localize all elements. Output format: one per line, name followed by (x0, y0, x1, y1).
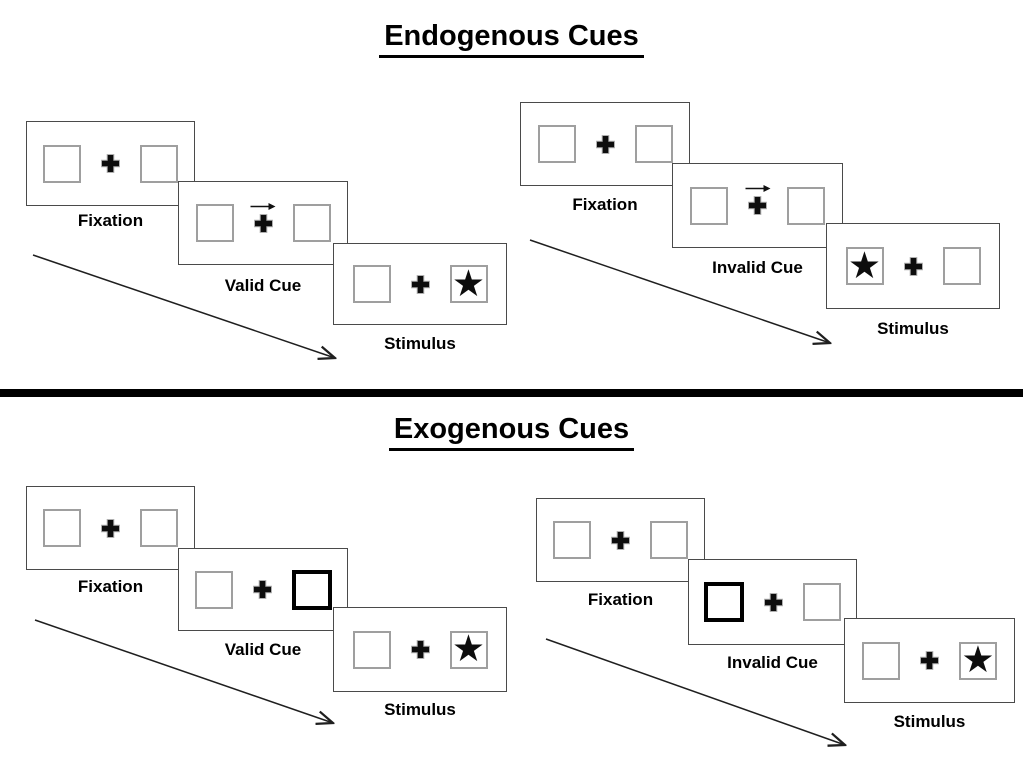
stimulus-panel: ★ (333, 607, 507, 692)
placeholder-box-right (787, 186, 825, 225)
fixation-cross-icon (410, 274, 430, 294)
fixation-panel (536, 498, 705, 582)
placeholder-box-left (690, 186, 728, 225)
panel-label: Fixation (572, 195, 638, 214)
placeholder-box-left (862, 641, 900, 680)
fixation-cross-icon (101, 154, 120, 173)
star-icon: ★ (847, 243, 882, 287)
fixation-cross-icon (252, 580, 272, 599)
star-icon: ★ (451, 261, 486, 305)
panel-label: Stimulus (893, 712, 966, 731)
panel-label: Fixation (77, 577, 144, 596)
placeholder-box-left (43, 144, 81, 183)
panel-label: Invalid Cue (712, 258, 803, 277)
target-box: ★ (845, 243, 884, 287)
stimulus-panel: ★ (826, 223, 1000, 309)
timeline-arrow (529, 239, 842, 354)
invalid-cue-panel (672, 163, 843, 248)
section-divider (0, 389, 1023, 397)
target-box: ★ (449, 627, 488, 670)
fixation-cross (410, 639, 431, 660)
fixation-cross-icon (595, 134, 615, 154)
fixation-cross (410, 274, 431, 295)
placeholder-box-left (352, 630, 391, 669)
panel-label: Fixation (587, 590, 654, 609)
panel-label: Invalid Cue (727, 653, 818, 672)
panel-label: Stimulus (384, 700, 456, 719)
fixation-cross-icon (920, 651, 939, 670)
fixation-panel (26, 121, 195, 206)
fixation-cross (252, 579, 273, 600)
fixation-cross (595, 134, 616, 155)
fixation-cross (250, 202, 276, 234)
star-icon: ★ (451, 627, 486, 670)
section-title-text: Exogenous Cues (388, 413, 635, 451)
fixation-panel (520, 102, 690, 186)
panel-label: Fixation (77, 211, 144, 230)
timeline-arrow (545, 638, 858, 756)
cue-direction-arrow-icon (745, 185, 770, 192)
placeholder-box-left (553, 521, 591, 559)
section-title-endogenous: Endogenous Cues (0, 20, 1023, 58)
panel-label: Stimulus (384, 334, 456, 353)
placeholder-box-right (140, 144, 178, 183)
placeholder-box-right (650, 521, 688, 559)
star-icon: ★ (961, 638, 995, 681)
timeline-arrow (32, 254, 345, 369)
stimulus-panel: ★ (844, 618, 1015, 703)
fixation-cross-icon (903, 256, 923, 276)
placeholder-box-right (942, 247, 981, 285)
fixation-cross-icon (764, 592, 783, 612)
placeholder-box-left (537, 125, 576, 163)
fixation-cross (100, 153, 121, 174)
valid-cue-panel (178, 181, 348, 265)
placeholder-box-right (803, 583, 841, 621)
fixation-cross (100, 518, 121, 539)
fixation-cross (903, 256, 924, 277)
panel-label: Stimulus (877, 319, 949, 338)
placeholder-box-right (634, 125, 673, 163)
target-box: ★ (449, 261, 488, 305)
fixation-cross-icon (410, 640, 430, 659)
section-title-exogenous: Exogenous Cues (0, 413, 1023, 451)
placeholder-box-right (292, 204, 331, 242)
panel-label: Valid Cue (224, 640, 302, 659)
target-box: ★ (959, 638, 997, 681)
cue-highlight-box (291, 569, 332, 610)
fixation-cross-icon (101, 518, 120, 538)
fixation-cross (919, 650, 940, 671)
panel-label: Valid Cue (224, 276, 302, 295)
fixation-cross-icon (748, 196, 767, 215)
cue-direction-arrow-icon (250, 202, 276, 210)
placeholder-box-left (195, 204, 234, 242)
fixation-cross (610, 530, 631, 551)
section-title-text: Endogenous Cues (379, 20, 644, 58)
fixation-cross-icon (253, 213, 273, 233)
placeholder-box-left (194, 570, 233, 609)
invalid-cue-panel (688, 559, 857, 645)
fixation-cross (763, 592, 784, 613)
fixation-cross-icon (611, 530, 630, 550)
cue-highlight-box (704, 582, 744, 622)
valid-cue-panel (178, 548, 348, 631)
stimulus-panel: ★ (333, 243, 507, 325)
placeholder-box-right (140, 509, 178, 547)
placeholder-box-left (352, 265, 391, 303)
timeline-arrow (34, 619, 347, 734)
fixation-panel (26, 486, 195, 570)
fixation-cross (745, 185, 770, 216)
placeholder-box-left (43, 509, 81, 547)
